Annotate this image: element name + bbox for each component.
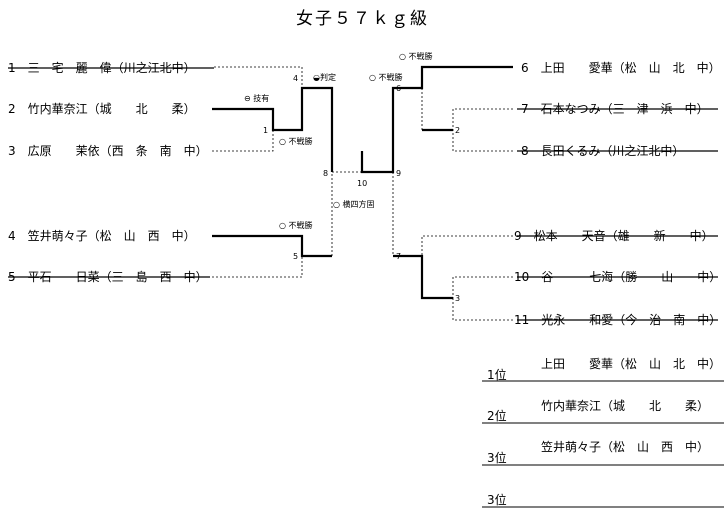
match-number: 6 — [396, 84, 402, 93]
match-number: 7 — [396, 252, 402, 261]
path-player-1 — [214, 66, 303, 88]
note-fusen-match-5: ○ 不戦勝 — [279, 221, 313, 230]
path-player-8 — [452, 130, 513, 152]
path-player-2 — [212, 86, 334, 172]
page-title: 女子５７ｋｇ級 — [296, 9, 429, 29]
note-hantei: ◒判定 — [313, 73, 336, 82]
match-number: 8 — [323, 169, 329, 178]
path-player-10 — [452, 276, 513, 298]
path-player-7 — [452, 108, 513, 130]
note-fusen-match-6: ○ 不戦勝 — [399, 52, 433, 61]
match-number: 2 — [455, 126, 461, 135]
match-number: 5 — [293, 252, 299, 261]
path-semi-left-lower — [304, 171, 362, 257]
note-waza-ari: ⊖ 技有 — [244, 94, 270, 103]
path-player-11 — [452, 298, 513, 321]
player-3: 3 広原 茉依（西 条 南 中） — [8, 144, 208, 158]
result-rank: 3位 — [487, 451, 507, 465]
result-name: 竹内華奈江（城 北 柔） — [541, 399, 710, 413]
path-match-7-winner — [393, 254, 453, 300]
path-player-4 — [212, 234, 332, 258]
note-fusen-match-9: ○ 不戦勝 — [369, 73, 403, 82]
path-player-5 — [212, 256, 303, 278]
path-final — [360, 65, 513, 174]
result-rank: 2位 — [487, 409, 507, 423]
player-2: 2 竹内華奈江（城 北 柔） — [8, 102, 196, 116]
player-6: 6 上田 愛華（松 山 北 中） — [521, 61, 721, 75]
result-name: 笠井萌々子（松 山 西 中） — [541, 440, 710, 454]
match-number: 10 — [357, 179, 368, 188]
match-number: 1 — [263, 126, 269, 135]
path-player-3 — [212, 130, 274, 152]
match-number: 3 — [455, 294, 461, 303]
note-fusen-match-1: ○ 不戦勝 — [279, 137, 313, 146]
match-number: 4 — [293, 74, 299, 83]
match-number: 9 — [396, 169, 402, 178]
result-name: 上田 愛華（松 山 北 中） — [541, 357, 722, 371]
result-rank: 3位 — [487, 493, 507, 507]
result-rank: 1位 — [487, 368, 507, 382]
note-yokoshiho: ○ 横四方固 — [333, 200, 375, 209]
player-4: 4 笠井萌々子（松 山 西 中） — [8, 229, 196, 243]
path-player-9 — [421, 235, 513, 256]
